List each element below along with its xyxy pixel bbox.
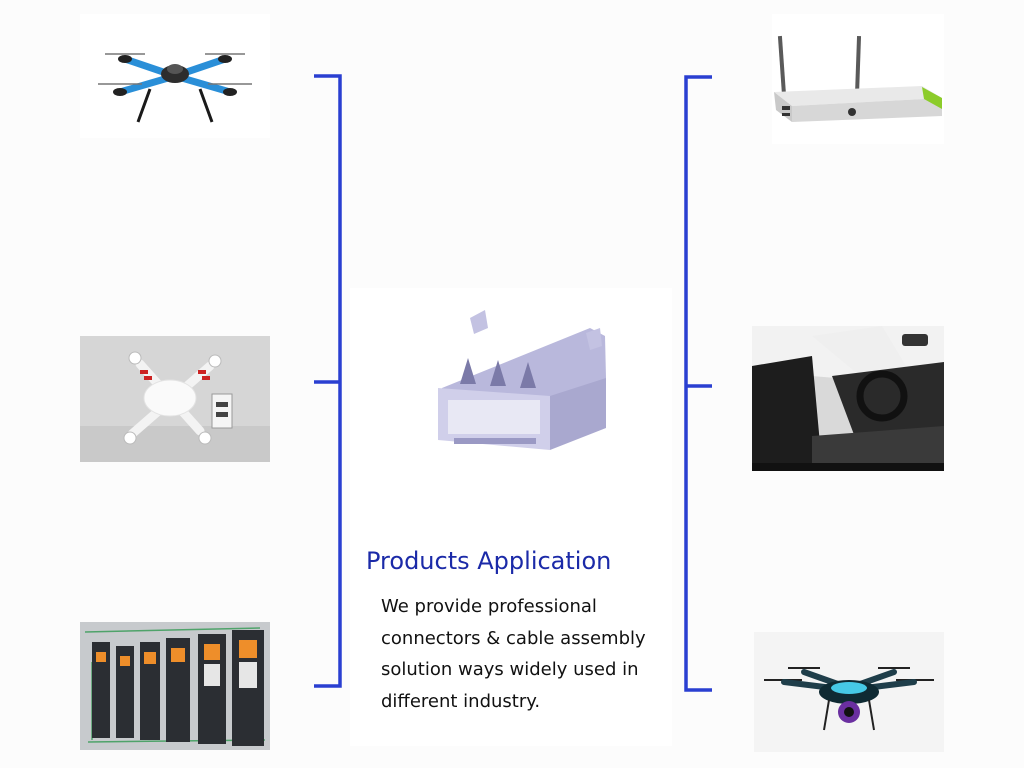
left-bracket-line: [314, 74, 342, 688]
camera-drone-image: [754, 632, 944, 752]
usb-connector-image: [350, 288, 672, 526]
industrial-inverters-image: [80, 622, 270, 750]
quadcopter-drone-image: [80, 14, 270, 138]
white-drone-with-battery-image: [80, 336, 270, 462]
products-application-description: We provide professional connectors & cab…: [381, 596, 646, 712]
products-application-title: Products Application: [366, 547, 612, 575]
products-application-card: [350, 288, 672, 746]
right-bracket: [684, 75, 712, 692]
right-bracket-line: [684, 75, 712, 692]
car-interior-image: [752, 326, 944, 471]
tv-box-router-image: [772, 14, 944, 144]
